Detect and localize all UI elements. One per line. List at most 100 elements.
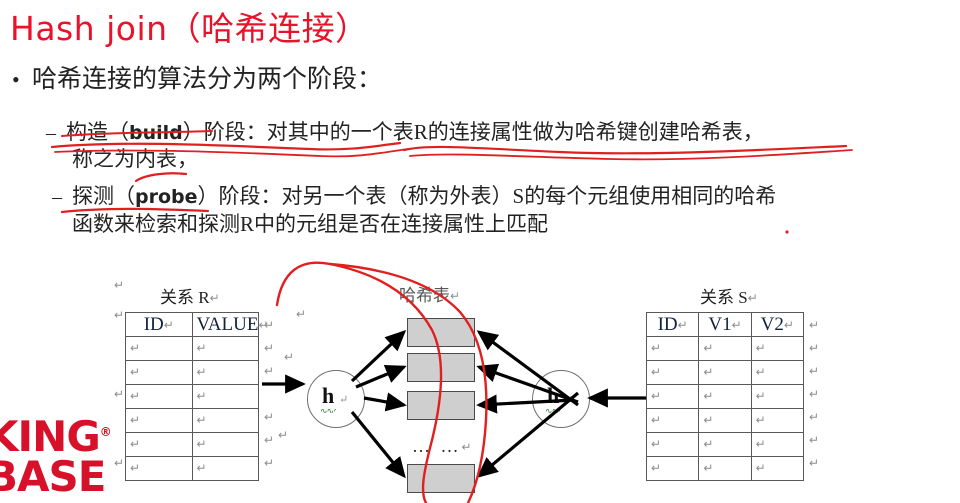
pilcrow-mark: ↵ xyxy=(461,440,475,454)
ink-underline-build-2 xyxy=(54,148,409,158)
hash-bucket xyxy=(407,464,475,493)
pilcrow-mark: ↵ xyxy=(258,317,269,332)
pilcrow-mark: ↵ xyxy=(755,389,766,403)
pilcrow-mark: ↵ xyxy=(703,413,714,427)
pilcrow-mark: ↵ xyxy=(264,410,275,424)
spellcheck-squiggle-icon: ∿∿∿ xyxy=(545,409,561,413)
pilcrow-mark: ↵ xyxy=(755,437,766,451)
ink-loop-left xyxy=(275,261,443,503)
table-cell: ↵ xyxy=(191,336,259,361)
table-row: ↵↵ xyxy=(125,336,259,361)
relation-s-table: ID↵V1↵V2↵ ↵↵↵↵↵↵↵↵↵↵↵↵↵↵↵↵↵↵ xyxy=(645,312,805,481)
column-header-id: ID↵ xyxy=(125,312,193,337)
page-title-latin: Hash join xyxy=(10,9,168,48)
column-header-text: ID xyxy=(143,313,164,335)
pilcrow-mark: ↵ xyxy=(163,317,174,332)
pilcrow-mark: ↵ xyxy=(809,433,820,447)
table-row: ↵↵ xyxy=(125,456,259,481)
bullet-probe-continuation: 函数来检索和探测R中的元组是否在连接属性上匹配 xyxy=(72,210,548,238)
pilcrow-mark: ↵ xyxy=(130,437,141,451)
pilcrow-mark: ↵ xyxy=(651,437,662,451)
table-row: ↵↵ xyxy=(125,360,259,385)
pilcrow-mark: ↵ xyxy=(114,456,125,470)
column-header-text: V1 xyxy=(708,313,732,335)
pilcrow-mark: ↵ xyxy=(130,461,141,475)
pilcrow-mark: ↵ xyxy=(130,341,141,355)
dash-marker-build: – xyxy=(46,122,56,144)
pilcrow-mark: ↵ xyxy=(278,428,289,442)
bullet-level1: •哈希连接的算法分为两个阶段： xyxy=(12,64,382,96)
pilcrow-mark: ↵ xyxy=(651,413,662,427)
pilcrow-mark: ↵ xyxy=(209,291,220,305)
pilcrow-mark: ↵ xyxy=(755,341,766,355)
table-cell: ↵ xyxy=(750,384,805,409)
pilcrow-mark: ↵ xyxy=(731,317,742,332)
pilcrow-mark: ↵ xyxy=(196,341,207,355)
table-cell: ↵ xyxy=(698,456,752,481)
page-title: Hash join（哈希连接） xyxy=(10,2,369,50)
kingbase-logo: KING® BASE xyxy=(0,412,112,501)
logo-line-2: BASE xyxy=(0,452,106,501)
build-pre: 构造（ xyxy=(66,120,129,144)
table-cell: ↵ xyxy=(645,384,700,409)
pilcrow-mark: ↵ xyxy=(755,461,766,475)
pilcrow-mark: ↵ xyxy=(677,317,688,332)
pilcrow-mark: ↵ xyxy=(703,437,714,451)
ellipsis-text: … … xyxy=(412,436,462,456)
pilcrow-mark: ↵ xyxy=(196,461,207,475)
pilcrow-mark: ↵ xyxy=(755,365,766,379)
pilcrow-mark: ↵ xyxy=(130,413,141,427)
pilcrow-mark: ↵ xyxy=(264,456,275,470)
relation-r-table: ID↵VALUE↵ ↵↵↵↵↵↵↵↵↵↵↵↵ xyxy=(125,312,269,481)
bullet-marker: • xyxy=(12,67,20,92)
pilcrow-mark: ↵ xyxy=(264,364,275,378)
table-cell: ↵ xyxy=(125,384,193,409)
ink-underline-build-1 xyxy=(50,141,402,151)
ink-dot xyxy=(785,230,789,234)
table-row: ↵↵↵ xyxy=(645,384,805,409)
table-cell: ↵ xyxy=(645,408,700,433)
table-cell: ↵ xyxy=(191,408,259,433)
pilcrow-mark: ↵ xyxy=(114,387,125,401)
pilcrow-mark: ↵ xyxy=(196,437,207,451)
pilcrow-mark: ↵ xyxy=(196,365,207,379)
pilcrow-mark: ↵ xyxy=(809,410,820,424)
pilcrow-mark: ↵ xyxy=(809,387,820,401)
registered-icon: ® xyxy=(99,425,112,439)
table-row: ↵↵↵ xyxy=(645,408,805,433)
table-body: ↵↵↵↵↵↵↵↵↵↵↵↵↵↵↵↵↵↵ xyxy=(645,336,805,481)
pilcrow-mark: ↵ xyxy=(809,456,820,470)
table-cell: ↵ xyxy=(191,456,259,481)
pilcrow-mark: ↵ xyxy=(264,318,275,332)
page-title-cjk: （哈希连接） xyxy=(167,9,369,48)
bullet-probe: –探测（probe）阶段：对另一个表（称为外表）S的每个元组使用相同的哈希 xyxy=(52,182,776,211)
table-cell: ↵ xyxy=(125,432,193,457)
diagram-arrows xyxy=(262,330,646,479)
pilcrow-mark: ↵ xyxy=(450,289,461,303)
dash-marker-probe: – xyxy=(52,186,62,208)
ink-underline-build-4 xyxy=(409,149,853,161)
table-row: ↵↵↵ xyxy=(645,456,805,481)
hash-table-caption: 哈希表↵ xyxy=(399,281,460,306)
table-cell: ↵ xyxy=(125,336,193,361)
pilcrow-mark: ↵ xyxy=(747,291,758,305)
table-row: ↵↵ xyxy=(125,384,259,409)
hash-bucket-ellipsis: … …↵ xyxy=(412,436,475,457)
pilcrow-mark: ↵ xyxy=(264,341,275,355)
logo-line-1: KING® xyxy=(0,412,112,458)
pilcrow-mark: ↵ xyxy=(651,461,662,475)
pilcrow-mark: ↵ xyxy=(809,341,820,355)
arrow-group-probe xyxy=(476,330,646,478)
column-header-text: ID xyxy=(657,313,678,335)
bullet-build: –构造（build）阶段：对其中的一个表R的连接属性做为哈希键创建哈希表， xyxy=(46,118,764,147)
pilcrow-mark: ↵ xyxy=(651,389,662,403)
pilcrow-mark: ↵ xyxy=(284,350,295,364)
ink-arc-probe xyxy=(134,172,188,183)
relation-r-caption: 关系 R↵ xyxy=(160,283,220,308)
pilcrow-mark: ↵ xyxy=(783,317,794,332)
column-header-value: VALUE↵ xyxy=(191,312,269,337)
probe-pre: 探测（ xyxy=(72,184,135,208)
pilcrow-mark: ↵ xyxy=(703,365,714,379)
